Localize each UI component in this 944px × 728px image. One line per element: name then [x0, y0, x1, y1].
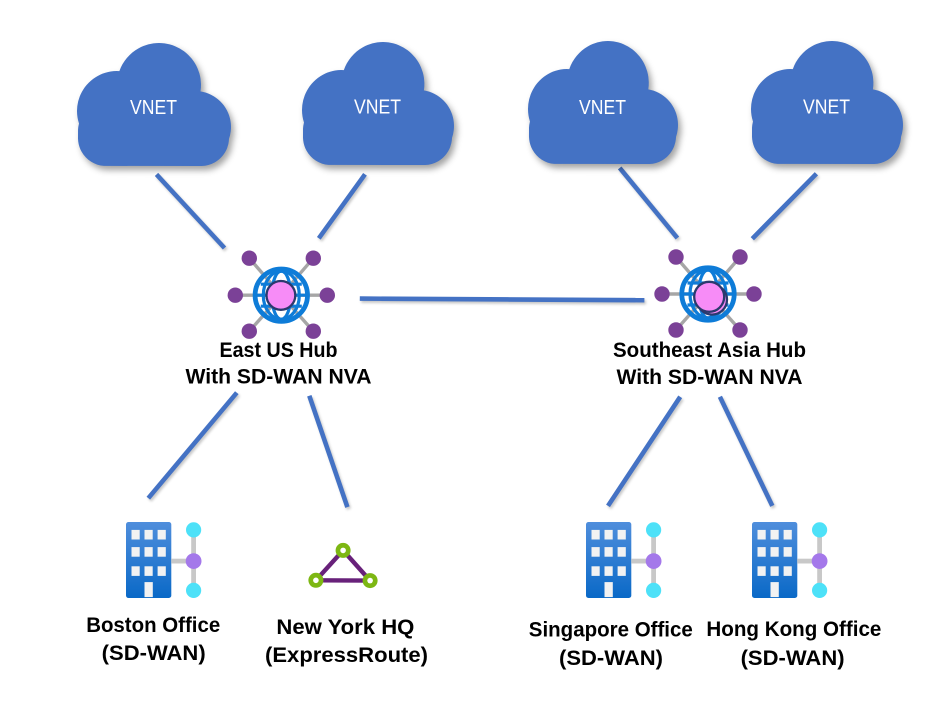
svg-text:(SD-WAN): (SD-WAN)	[102, 642, 206, 665]
svg-text:VNET: VNET	[130, 97, 177, 119]
svg-text:Southeast Asia Hub: Southeast Asia Hub	[613, 339, 806, 362]
svg-text:(SD-WAN): (SD-WAN)	[559, 647, 663, 670]
svg-text:(ExpressRoute): (ExpressRoute)	[265, 644, 428, 667]
svg-text:Hong Kong Office: Hong Kong Office	[706, 618, 881, 641]
svg-text:With SD-WAN NVA: With SD-WAN NVA	[186, 366, 372, 389]
svg-text:Boston Office: Boston Office	[86, 614, 220, 637]
svg-text:(SD-WAN): (SD-WAN)	[741, 647, 845, 670]
svg-text:VNET: VNET	[354, 97, 401, 119]
svg-text:With SD-WAN NVA: With SD-WAN NVA	[617, 366, 803, 389]
svg-text:Singapore Office: Singapore Office	[529, 619, 693, 642]
svg-text:VNET: VNET	[803, 97, 850, 119]
svg-text:VNET: VNET	[579, 97, 626, 119]
svg-text:East US Hub: East US Hub	[220, 339, 338, 362]
svg-text:New York HQ: New York HQ	[276, 616, 414, 639]
